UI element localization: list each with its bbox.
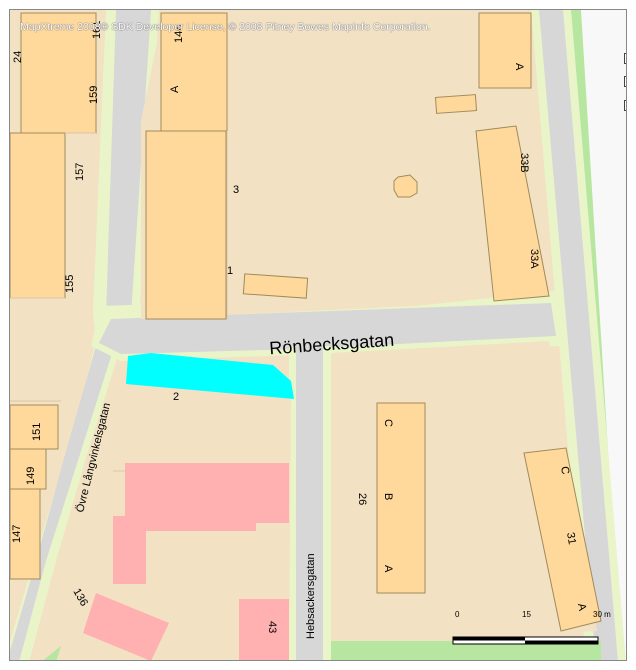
building-155-157[interactable] (10, 132, 66, 299)
road-hebsackersgatan[interactable] (296, 346, 323, 661)
house-number-159: 159 (88, 86, 100, 104)
map-frame[interactable]: Rönbecksgatan Övre Långvinkelsgatan Hebs… (9, 9, 627, 661)
house-label-c-26: C (382, 419, 394, 427)
park-bottom (331, 641, 601, 660)
house-label-a-31: A (575, 602, 588, 612)
house-number-31: 31 (564, 531, 578, 545)
house-label-a-26: A (382, 565, 394, 573)
scale-bar-seg1 (453, 637, 525, 641)
parcel-lines (10, 131, 228, 472)
house-number-1: 1 (227, 265, 233, 277)
scale-tick-0: 0 (455, 610, 460, 619)
commercial-building-136[interactable] (83, 593, 169, 661)
building-146[interactable] (160, 12, 228, 134)
right-border-area (581, 10, 626, 660)
house-number-33a: 33A (528, 249, 540, 269)
house-number-157: 157 (74, 163, 86, 181)
house-number-3: 3 (233, 184, 239, 196)
building-149[interactable] (10, 448, 47, 490)
house-number-146: 146 (173, 25, 185, 43)
legend-item-3[interactable] (624, 100, 626, 111)
commercial-building-large[interactable] (113, 463, 289, 584)
house-number-33b: 33B (518, 153, 530, 173)
building-a-top-right[interactable] (478, 12, 532, 89)
parcel-block-north (141, 13, 553, 319)
house-number-2: 2 (173, 391, 179, 403)
commercial-building-43[interactable] (239, 599, 289, 661)
selected-parcel-2[interactable] (126, 353, 294, 399)
house-number-43: 43 (266, 621, 278, 633)
legend-item-1[interactable] (624, 53, 626, 64)
scale-bar-seg2 (525, 640, 598, 644)
house-number-147: 147 (11, 525, 23, 543)
building-151[interactable] (10, 404, 59, 450)
house-label-c-31: C (558, 465, 571, 475)
building-31[interactable] (523, 447, 602, 632)
copyright-notice: MapXtreme 2008® SDK Developer License, ©… (20, 21, 431, 33)
road-east[interactable] (539, 10, 618, 661)
road-ovre-langvinkelsgatan[interactable] (10, 10, 151, 661)
building-3[interactable] (145, 130, 227, 320)
building-33[interactable] (475, 125, 550, 302)
building-1-annex[interactable] (242, 273, 309, 299)
house-number-161: 161 (91, 21, 103, 39)
building-147[interactable] (10, 488, 41, 580)
scale-bar: 0 15 30 m (452, 610, 611, 645)
house-number-149: 149 (25, 467, 37, 485)
house-label-a-146: A (169, 85, 181, 93)
house-label-a-top-right: A (513, 63, 525, 71)
house-number-24: 24 (12, 51, 24, 63)
building-octagon[interactable] (393, 174, 418, 198)
house-number-155: 155 (64, 275, 76, 293)
building-26[interactable] (376, 402, 426, 594)
scale-tick-30: 30 m (593, 610, 611, 619)
street-label-hebsackersgatan: Hebsackersgatan (305, 553, 317, 639)
legend-item-2[interactable] (624, 76, 626, 87)
house-number-151: 151 (31, 423, 43, 441)
house-number-26: 26 (356, 493, 368, 505)
building-161[interactable] (20, 12, 97, 134)
building-small-north[interactable] (434, 94, 478, 114)
scale-tick-15: 15 (522, 610, 531, 619)
house-label-b-26: B (382, 493, 394, 500)
